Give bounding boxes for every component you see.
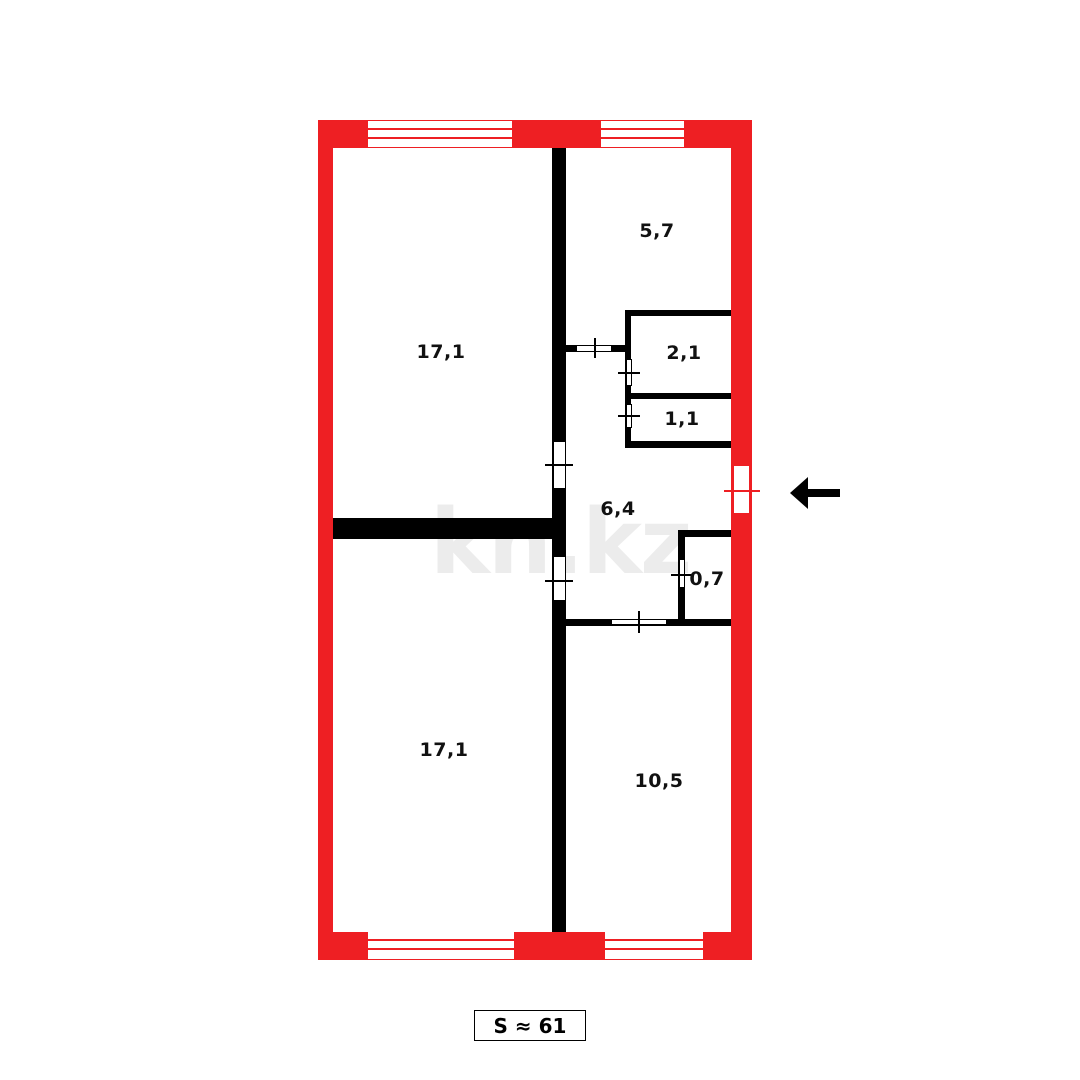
window-top-left [368, 121, 512, 147]
interior-wall-closet-top [678, 530, 731, 537]
entrance-door-tick [724, 490, 760, 492]
door-closet-tick [671, 574, 693, 576]
exterior-wall-right [731, 120, 752, 960]
room-label-toilet: 1,1 [664, 408, 700, 430]
room-label-hallway: 6,4 [600, 498, 636, 520]
room-label-living: 10,5 [634, 770, 684, 792]
interior-wall-left-horizontal [333, 518, 558, 539]
room-label-bathroom: 2,1 [666, 342, 702, 364]
door-kitchen-tick [594, 338, 596, 358]
exterior-wall-left [318, 120, 333, 960]
door-bedroom-top-tick [545, 464, 573, 466]
interior-wall-bath-middle [625, 393, 731, 399]
room-label-kitchen: 5,7 [639, 220, 675, 242]
door-closet [679, 559, 685, 588]
door-bedroom-bottom-tick [545, 580, 573, 582]
window-bottom-right [605, 932, 703, 959]
entrance-door [733, 465, 750, 514]
door-bathroom-tick [618, 372, 640, 374]
door-toilet-tick [618, 415, 640, 417]
interior-wall-central-vertical [552, 148, 566, 932]
room-label-bedroom-bottom-left: 17,1 [419, 739, 469, 761]
arrow-left-icon [790, 477, 840, 509]
total-area-label: S ≈ 61 [493, 1013, 567, 1038]
door-bedroom-bottom [553, 556, 566, 601]
interior-wall-toilet-bottom [625, 441, 731, 448]
interior-wall-bath-top [625, 310, 731, 316]
door-living-tick [638, 611, 640, 633]
room-label-bedroom-top-left: 17,1 [416, 341, 466, 363]
room-label-closet: 0,7 [689, 568, 725, 590]
total-area-box: S ≈ 61 [474, 1010, 586, 1041]
window-bottom-left [368, 932, 514, 959]
window-top-right [601, 121, 684, 147]
